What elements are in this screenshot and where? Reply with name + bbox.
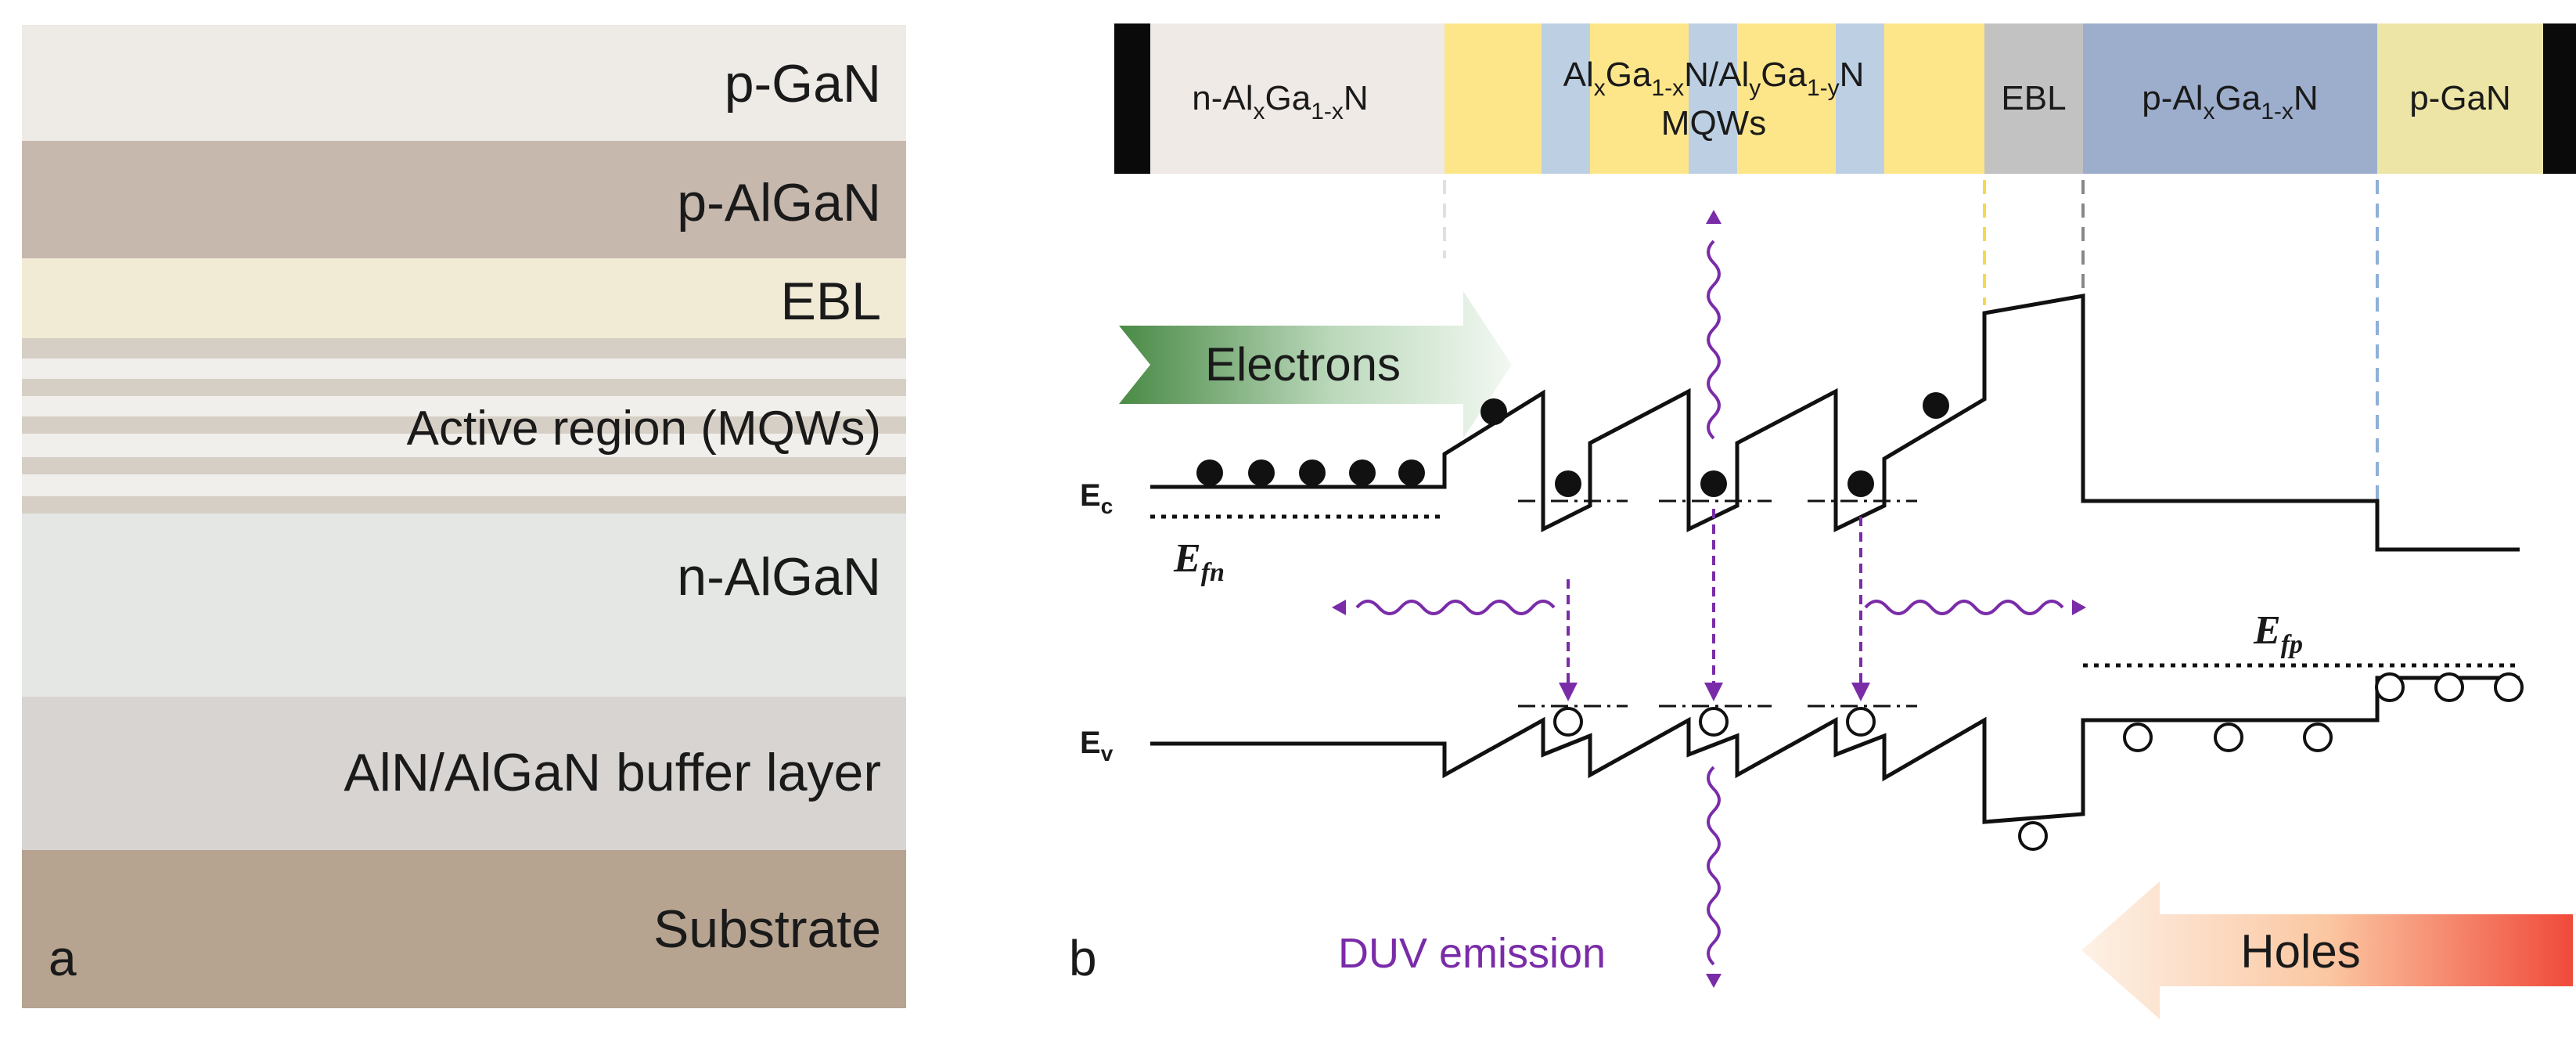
label-ebl: EBL xyxy=(780,272,881,331)
bar-mqw-well-1 xyxy=(1542,23,1590,174)
electron xyxy=(1349,459,1376,486)
layer-p-gan xyxy=(22,25,906,141)
bar-mqw-well-2 xyxy=(1689,23,1737,174)
hole xyxy=(2303,722,2333,752)
label-p-algan: p-AlGaN xyxy=(677,173,881,232)
contact-left xyxy=(1114,23,1150,174)
electron xyxy=(1248,459,1275,486)
panel-label-a: a xyxy=(49,930,77,986)
photon-down xyxy=(1707,766,1721,966)
duv-photons xyxy=(1355,240,2064,966)
hole xyxy=(2494,672,2524,702)
hole xyxy=(2434,672,2464,702)
bar-label-mqw-composition: AlxGa1-xN/AlyGa1-yN xyxy=(1563,56,1865,101)
conduction-band xyxy=(1150,294,2520,552)
bar-label-p-algan: p-AlxGa1-xN xyxy=(2142,79,2318,124)
bar-n-algan xyxy=(1150,23,1445,174)
bar-ebl xyxy=(1984,23,2083,174)
bar-p-algan xyxy=(2083,23,2377,174)
bar-p-gan xyxy=(2377,23,2543,174)
layer-n-algan xyxy=(22,513,906,697)
electron xyxy=(1299,459,1326,486)
bar-mqw-barrier-1 xyxy=(1445,23,1542,174)
holes-label: Holes xyxy=(2240,925,2360,978)
electron xyxy=(1480,398,1507,425)
label-active-region: Active region (MQWs) xyxy=(407,402,881,456)
hole xyxy=(2018,821,2048,851)
bar-label-n-algan: n-AlxGa1-xN xyxy=(1192,79,1368,124)
label-buffer: AlN/AlGaN buffer layer xyxy=(344,743,881,802)
ec-label: Ec xyxy=(1080,478,1113,518)
panel-b-structure-bar: n-AlxGa1-xN AlxGa1-xN/AlyGa1-yN MQWs EBL… xyxy=(1114,23,2576,174)
electron xyxy=(1700,470,1727,497)
electron xyxy=(1847,470,1874,497)
electrons-label: Electrons xyxy=(1205,338,1401,391)
bar-mqw-well-3 xyxy=(1836,23,1884,174)
bar-mqw-barrier-4 xyxy=(1884,23,1984,174)
electron xyxy=(1398,459,1425,486)
interface-guides xyxy=(1443,180,2379,501)
hole xyxy=(1846,707,1876,737)
panel-a-layer-stack: p-GaN p-AlGaN EBL Active region (MQWs) n… xyxy=(22,25,906,1008)
photon-left xyxy=(1355,600,1556,615)
bar-label-p-gan: p-GaN xyxy=(2409,79,2511,117)
hole xyxy=(2123,722,2153,752)
photon-up xyxy=(1707,240,1721,440)
electrons xyxy=(1196,392,1949,497)
layer-buffer xyxy=(22,697,906,850)
recombination-transitions xyxy=(1567,509,1862,692)
hole xyxy=(2214,722,2243,752)
label-substrate: Substrate xyxy=(653,899,881,959)
hole xyxy=(2375,672,2405,702)
holes xyxy=(1553,672,2524,851)
efp-label: Efp xyxy=(2253,608,2303,659)
hole xyxy=(1699,707,1729,737)
electrons-arrow: Electrons xyxy=(1119,291,1512,438)
layer-p-algan xyxy=(22,141,906,258)
bar-label-mqws: MQWs xyxy=(1661,104,1766,142)
layer-substrate xyxy=(22,850,906,1008)
duv-photon-arrowheads xyxy=(1332,210,2086,988)
ev-label: Ev xyxy=(1080,726,1114,766)
bar-mqw-barrier-2 xyxy=(1590,23,1689,174)
hole xyxy=(1553,707,1583,737)
valence-band xyxy=(1150,676,2520,824)
duv-emission-label: DUV emission xyxy=(1338,930,1606,977)
bar-label-ebl: EBL xyxy=(2001,79,2066,117)
holes-arrow: Holes xyxy=(2081,881,2573,1019)
layer-active-region xyxy=(22,338,906,513)
label-n-algan: n-AlGaN xyxy=(677,547,881,607)
electron xyxy=(1196,459,1223,486)
photon-right xyxy=(1864,600,2064,615)
efn-label: Efn xyxy=(1173,536,1225,587)
contact-right xyxy=(2543,23,2576,174)
bar-mqw-barrier-3 xyxy=(1737,23,1836,174)
electron xyxy=(1555,470,1581,497)
recombination-arrowheads xyxy=(1559,683,1870,701)
electron xyxy=(1923,392,1949,419)
panel-label-b: b xyxy=(1069,930,1097,986)
layer-ebl xyxy=(22,258,906,338)
label-p-gan: p-GaN xyxy=(725,54,881,114)
